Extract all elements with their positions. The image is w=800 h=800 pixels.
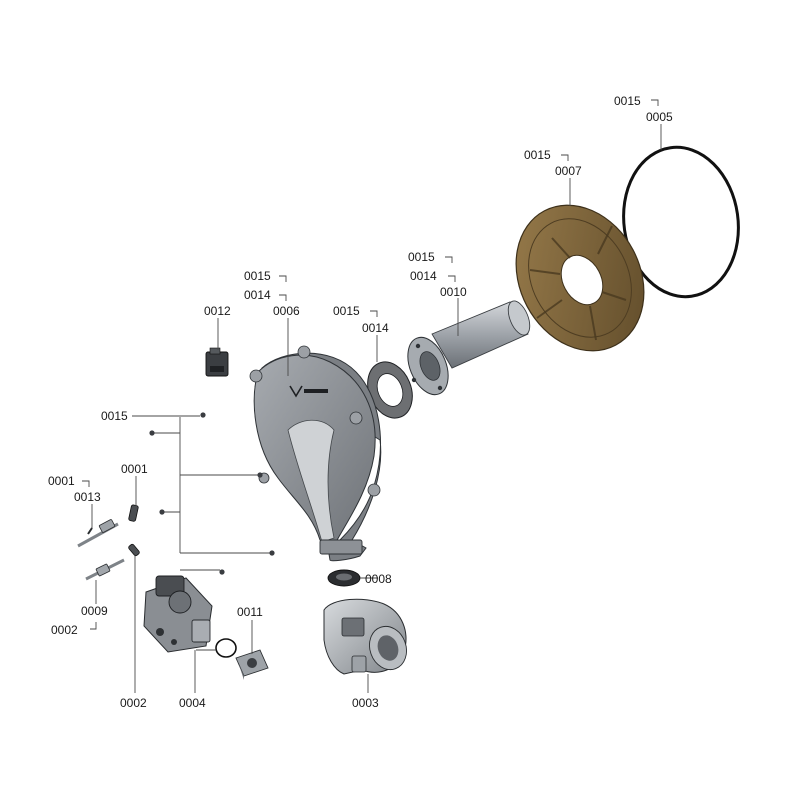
part-0014-flange-gasket[interactable] [360,355,421,425]
callout-labels: 0015 0005 0015 0007 0015 0014 0010 0015 … [48,94,673,710]
callout-0011: 0011 [237,605,263,619]
part-0013-ignition-electrode[interactable] [77,519,119,548]
callout-0004: 0004 [179,696,206,710]
callout-0014-tube: 0014 [410,269,437,283]
callout-0014-flange-gasket: 0014 [362,321,389,335]
callout-0001-gasket: 0001 [121,462,148,476]
part-0002-gasket[interactable] [128,543,140,557]
part-0001-gasket[interactable] [128,504,139,522]
callout-0013: 0013 [74,490,101,504]
part-0015-screws[interactable] [149,412,275,575]
callout-0002-electrode: 0002 [51,623,78,637]
callout-0002-gasket: 0002 [120,696,147,710]
part-0010-burner-tube[interactable] [400,298,534,401]
part-0007-burner-gasket[interactable] [491,183,668,374]
callout-0006: 0006 [273,304,300,318]
callout-0005: 0005 [646,110,673,124]
callout-0015-screws: 0015 [101,409,128,423]
part-0004-o-ring[interactable] [215,638,237,658]
callout-0009: 0009 [81,604,108,618]
callout-0015-housing: 0015 [244,269,271,283]
callout-0015-tube: 0015 [408,250,435,264]
part-0009-ionisation-electrode[interactable] [85,558,125,581]
callout-0014-housing: 0014 [244,288,271,302]
callout-0015-gasket-disc: 0015 [524,148,551,162]
callout-0001-electrode: 0001 [48,474,75,488]
part-0011-adapter[interactable] [235,649,269,680]
callout-0015-seal: 0015 [614,94,641,108]
part-0006-fan-housing[interactable] [249,345,382,562]
callout-leaders [82,99,662,693]
callout-0015-flange-gasket: 0015 [333,304,360,318]
callout-0010: 0010 [440,285,467,299]
callout-0008: 0008 [365,572,392,586]
part-0008-fan-seal[interactable] [327,569,361,587]
part-0012-connector[interactable] [205,347,229,377]
viessmann-logo-icon [289,385,328,398]
callout-0003: 0003 [352,696,379,710]
part-0005-seal-ring[interactable] [614,140,748,304]
callout-0012: 0012 [204,304,231,318]
callout-0007: 0007 [555,164,582,178]
part-0003-blower-fan[interactable] [323,598,412,675]
part-0004-gas-valve[interactable] [143,575,213,653]
